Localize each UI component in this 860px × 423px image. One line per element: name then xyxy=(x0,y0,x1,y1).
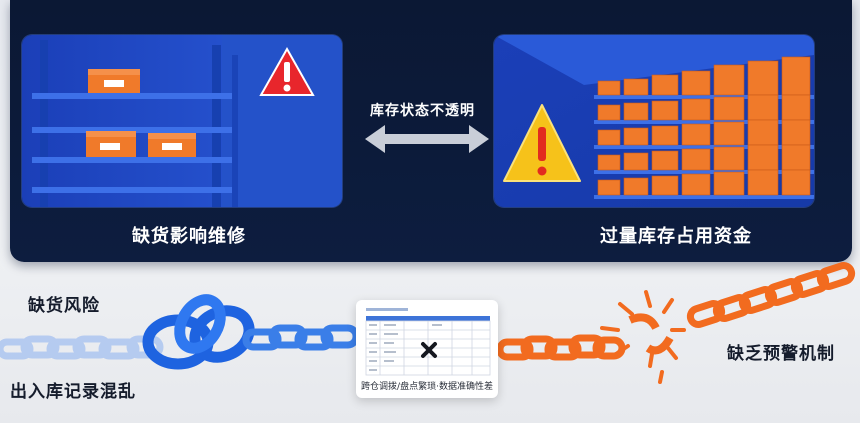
no-alert-label: 缺乏预警机制 xyxy=(727,344,835,364)
broken-chain-illustration xyxy=(0,262,856,384)
warning-yellow-icon xyxy=(503,104,581,182)
shortage-risk-label: 缺货风险 xyxy=(28,296,100,316)
double-arrow-icon xyxy=(365,125,489,153)
doc-caption: 跨仓调拨/盘点繁琐·数据准确性差 xyxy=(361,382,493,392)
overstock-caption: 过量库存占用资金 xyxy=(600,226,752,247)
inventory-opacity-label: 库存状态不透明 xyxy=(370,103,475,119)
shortage-warehouse-card xyxy=(22,35,342,207)
overstock-warehouse-card xyxy=(494,35,814,207)
messy-records-card: 跨仓调拨/盘点繁琐·数据准确性差 xyxy=(356,300,498,398)
warning-red-icon xyxy=(259,46,315,96)
knotted-chain xyxy=(142,294,255,370)
break-spark-icon xyxy=(600,290,686,384)
inout-records-label: 出入库记录混乱 xyxy=(10,382,136,402)
x-mark-icon xyxy=(421,342,437,358)
shortage-caption: 缺货影响维修 xyxy=(132,226,246,247)
